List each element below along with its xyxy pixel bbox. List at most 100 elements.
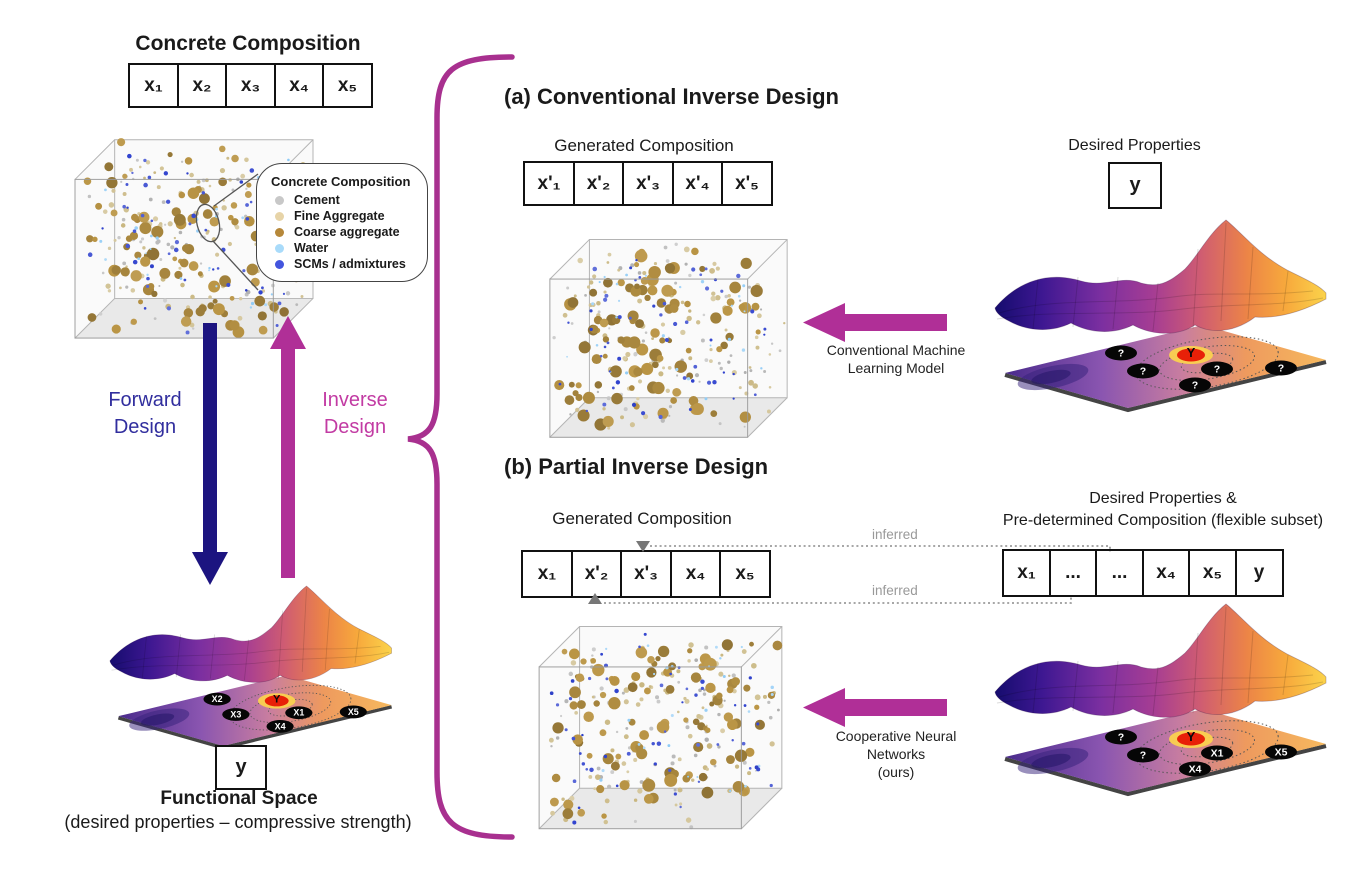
vector-cell: ... [1048, 549, 1098, 597]
legend-item: Fine Aggregate [271, 209, 415, 223]
svg-text:?: ? [1118, 732, 1124, 744]
desired-y-box-a: y [1108, 162, 1162, 209]
surface-marker-X1: X1 [285, 706, 313, 720]
surface-marker-?: ? [1201, 361, 1233, 377]
vector-cell: x'₃ [622, 161, 674, 206]
fine-aggregate-dot-icon [275, 211, 284, 221]
surface-marker-?: ? [1105, 345, 1137, 361]
vector-cell: x₃ [225, 63, 276, 108]
vector-cell: x₅ [322, 63, 373, 108]
section-b-title: (b) Partial Inverse Design [504, 454, 769, 479]
svg-text:Y: Y [1187, 729, 1196, 744]
svg-text:?: ? [1140, 366, 1146, 378]
ml-model-arrow-a [803, 303, 947, 342]
generated-composition-label-b: Generated Composition [552, 509, 732, 528]
svg-text:Y: Y [1187, 345, 1196, 360]
surface-target-marker: Y [1177, 345, 1205, 362]
vector-cell: x'₂ [570, 550, 623, 598]
section-a-title: (a) Conventional Inverse Design [504, 84, 839, 109]
scm-dot-icon [275, 259, 284, 269]
arrow-caption-b-text: Cooperative Neural Networks [835, 728, 957, 763]
vector-cell: x₁ [1002, 549, 1051, 597]
legend-item: Coarse aggregate [271, 225, 415, 239]
forward-design-label: Forward Design [108, 389, 182, 438]
concrete-cube-b [538, 625, 783, 830]
svg-text:?: ? [1140, 750, 1146, 762]
surface-marker-?: ? [1265, 360, 1297, 376]
legend-title: Concrete Composition [271, 174, 411, 189]
svg-text:?: ? [1214, 364, 1220, 376]
vector-cell: x'₄ [671, 161, 724, 206]
surface-marker-X5: X5 [339, 705, 367, 719]
svg-text:Y: Y [273, 694, 281, 706]
vector-cell: x₄ [669, 550, 722, 598]
surface-target-marker: Y [264, 694, 289, 707]
vector-cell: x'₅ [721, 161, 773, 206]
inverse-design-label: Inverse Design [322, 389, 388, 438]
desired-properties-label-b: Desired Properties & [1089, 490, 1237, 507]
inferred-label-bottom: inferred [872, 583, 918, 598]
target-y-box-left: y [215, 745, 267, 790]
surface-marker-X3: X3 [222, 708, 250, 721]
legend-item: Water [271, 241, 415, 255]
vector-cell: ... [1095, 549, 1144, 597]
surface-marker-X4: X4 [1179, 761, 1211, 777]
legend-item: SCMs / admixtures [271, 257, 415, 271]
forward-design-arrow [192, 323, 228, 585]
generated-vector-b: x₁ x'₂ x'₃ x₄ x₅ [521, 550, 771, 598]
vector-cell: x₁ [521, 550, 573, 598]
inverse-design-arrow [270, 316, 306, 578]
vector-cell: x'₃ [620, 550, 672, 598]
svg-text:?: ? [1278, 363, 1284, 375]
legend-item: Cement [271, 193, 415, 207]
svg-text:?: ? [1192, 380, 1198, 392]
svg-text:X5: X5 [348, 707, 359, 717]
arrow-caption-a: Conventional Machine Learning Model [826, 342, 966, 377]
concrete-composition-vector: x₁ x₂ x₃ x₄ x₅ [128, 63, 373, 108]
vector-cell: x₄ [1141, 549, 1191, 597]
left-title: Concrete Composition [135, 32, 361, 55]
particles [552, 242, 786, 431]
svg-text:X3: X3 [230, 709, 241, 719]
functional-space-subtitle: (desired properties – compressive streng… [64, 812, 412, 832]
surface-marker-X5: X5 [1265, 744, 1297, 760]
particles [548, 632, 783, 830]
surface-marker-X2: X2 [203, 692, 231, 706]
legend-bubble: Concrete Composition Cement Fine Aggrega… [256, 163, 428, 282]
legend-label: Water [294, 241, 329, 255]
svg-text:X1: X1 [293, 708, 304, 718]
surface-target-marker: Y [1177, 729, 1205, 746]
svg-text:X4: X4 [1189, 764, 1202, 776]
surface-marker-?: ? [1105, 729, 1137, 745]
predetermined-composition-label-b: Pre-determined Composition (flexible sub… [1002, 512, 1324, 529]
svg-text:X5: X5 [1275, 747, 1288, 759]
water-dot-icon [275, 243, 284, 253]
concrete-cube-a [549, 239, 788, 438]
surface-marker-?: ? [1127, 747, 1159, 763]
vector-cell: x'₁ [523, 161, 575, 206]
coarse-aggregate-dot-icon [275, 227, 284, 237]
surface-marker-?: ? [1179, 377, 1211, 393]
svg-text:X2: X2 [212, 694, 223, 704]
inferred-label-top: inferred [872, 527, 918, 542]
svg-text:X4: X4 [275, 721, 286, 731]
surface-marker-X1: X1 [1201, 745, 1233, 761]
surface-marker-?: ? [1127, 363, 1159, 379]
vector-cell: x₁ [128, 63, 179, 108]
legend-label: SCMs / admixtures [294, 257, 406, 271]
vector-cell: x'₂ [572, 161, 625, 206]
generated-composition-label-a: Generated Composition [554, 136, 734, 155]
legend-label: Fine Aggregate [294, 209, 385, 223]
cooperative-nn-arrow-b [803, 688, 947, 727]
arrow-caption-b: Cooperative Neural Networks (ours) [820, 727, 972, 782]
arrow-caption-b-note: (ours) [877, 764, 915, 781]
legend-label: Cement [294, 193, 340, 207]
svg-text:X1: X1 [1211, 748, 1224, 760]
functional-space-title: Functional Space [160, 788, 318, 809]
desired-vector-b: x₁ ... ... x₄ x₅ y [1002, 549, 1284, 597]
vector-cell: y [1234, 549, 1284, 597]
svg-text:?: ? [1118, 348, 1124, 360]
